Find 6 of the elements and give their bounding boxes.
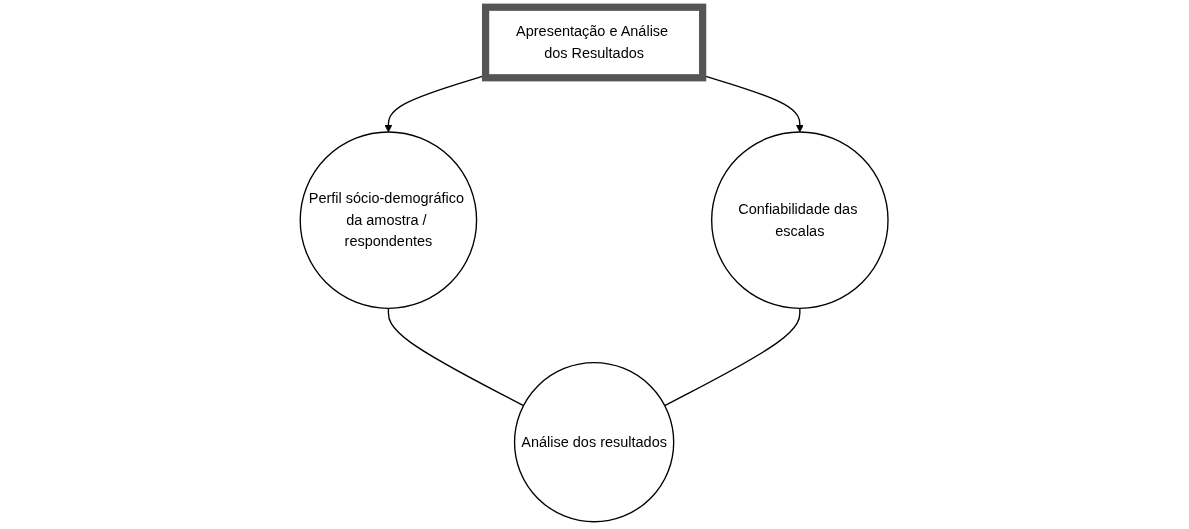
- node-circle: Confiabilidade das escalas: [711, 131, 890, 310]
- node-box: Apresentação e Análise dos Resultados: [482, 3, 707, 82]
- connector: [388, 307, 525, 407]
- connector: [664, 307, 801, 407]
- node-circle: Perfil sócio-demográfico da amostra / respondentes: [299, 131, 478, 310]
- node-circle: Análise dos resultados: [514, 361, 675, 523]
